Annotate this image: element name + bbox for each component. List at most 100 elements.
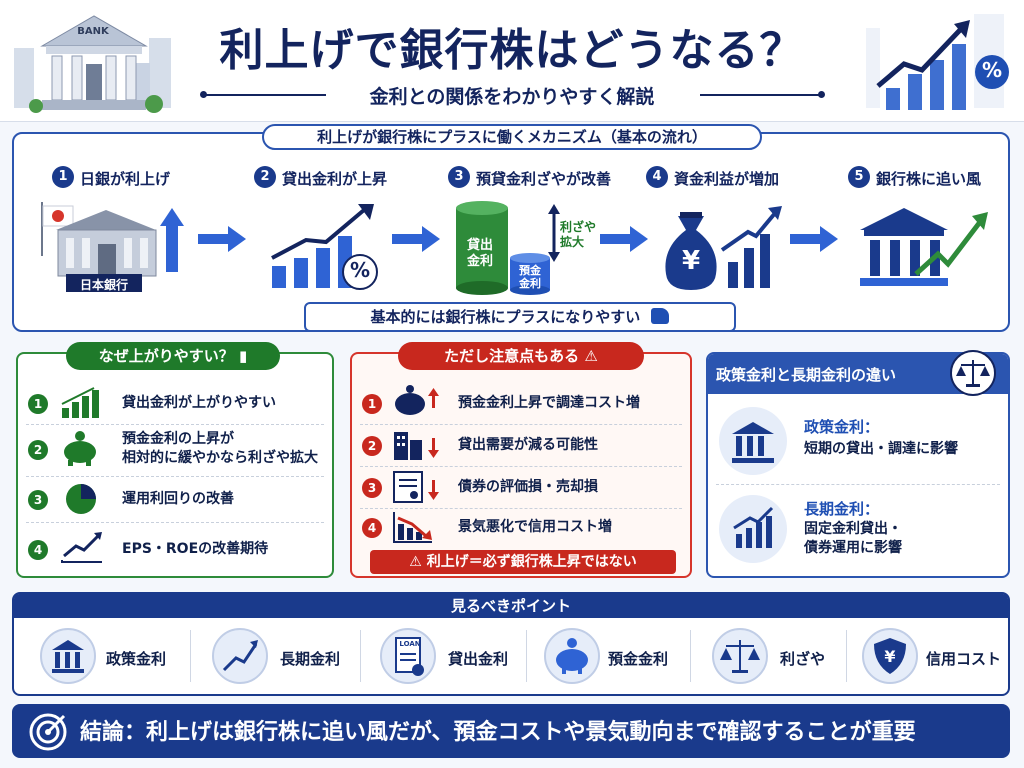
subtitle-line-left xyxy=(206,94,326,96)
caution-item-number: 4 xyxy=(362,518,382,538)
step-label: 資金利益が増加 xyxy=(674,170,780,188)
bank-building-illustration xyxy=(14,15,171,113)
loan-doc-text: LOAN xyxy=(399,640,421,648)
yen-icon: ¥ xyxy=(681,246,701,276)
divider xyxy=(26,522,324,523)
divider xyxy=(360,424,682,425)
point-label: 預金金利 xyxy=(608,650,669,668)
target-icon xyxy=(29,713,67,751)
caution-title-text: ただし注意点もある xyxy=(444,347,580,365)
step-number: 3 xyxy=(448,166,470,188)
point-label: 長期金利 xyxy=(280,650,341,668)
svg-text:¥: ¥ xyxy=(884,647,895,666)
warning-icon: ⚠ xyxy=(409,554,422,570)
why-item-number: 4 xyxy=(28,540,48,560)
loan-document-point-icon xyxy=(380,628,436,684)
step-label: 銀行株に追い風 xyxy=(876,170,982,188)
divider xyxy=(26,476,324,477)
boj-building-icon xyxy=(41,202,184,292)
divider xyxy=(360,508,682,509)
mechanism-conclusion-text: 基本的には銀行株にプラスになりやすい xyxy=(370,308,641,326)
policy-rate-point-icon xyxy=(40,628,96,684)
points-title: 見るべきポイント xyxy=(14,594,1008,618)
long-rate-chart-icon xyxy=(719,495,787,563)
divider xyxy=(690,630,691,682)
why-item-number: 1 xyxy=(28,394,48,414)
step-number: 4 xyxy=(646,166,668,188)
caution-item-text: 景気悪化で信用コスト増 xyxy=(458,519,612,535)
why-item-text: 貸出金利が上がりやすい xyxy=(122,395,276,411)
flow-arrow-icon xyxy=(198,226,246,252)
growth-bars-icon xyxy=(61,387,99,418)
caution-warning-banner: ⚠ 利上げ＝必ず銀行株上昇ではない xyxy=(370,550,676,574)
point-label: 貸出金利 xyxy=(448,650,509,668)
page-title: 利上げで銀行株はどうなる？ xyxy=(219,25,805,76)
spread-scales-point-icon xyxy=(712,628,768,684)
step-number: 1 xyxy=(52,166,74,188)
divider xyxy=(360,466,682,467)
spread-expand-label: 利ざや 拡大 xyxy=(560,220,597,249)
why-title: なぜ上がりやすい？ ▮ xyxy=(66,342,280,370)
point-label: 信用コスト xyxy=(926,650,1002,668)
loan-rate-label: 貸出 金利 xyxy=(466,238,493,269)
flow-arrow-icon xyxy=(392,226,440,252)
caution-title: ただし注意点もある ⚠ xyxy=(398,342,644,370)
conclusion-bar xyxy=(12,704,1010,758)
step-number: 5 xyxy=(848,166,870,188)
long-rate-point-icon xyxy=(212,628,268,684)
subtitle-dot-right xyxy=(818,91,825,98)
building-down-icon xyxy=(394,432,439,460)
mechanism-conclusion: 基本的には銀行株にプラスになりやすい xyxy=(304,302,736,332)
warning-icon: ⚠ xyxy=(584,347,598,365)
why-item-number: 3 xyxy=(28,490,48,510)
mechanism-panel xyxy=(12,132,1010,332)
boj-label: 日本銀行 xyxy=(79,278,128,292)
deposit-piggy-point-icon xyxy=(544,628,600,684)
percent-icon: % xyxy=(349,258,371,282)
bar-chart-icon: ▮ xyxy=(238,347,248,365)
rising-chart-illustration xyxy=(866,14,1009,110)
point-label: 利ざや xyxy=(780,650,826,668)
policy-rate-bank-icon xyxy=(719,407,787,475)
flow-arrow-icon xyxy=(790,226,838,252)
why-title-text: なぜ上がりやすい？ xyxy=(98,347,234,365)
caution-item-number: 1 xyxy=(362,394,382,414)
why-item-text: 預金金利の上昇が 相対的に緩やかなら利ざや拡大 xyxy=(122,431,318,466)
scales-icon xyxy=(950,350,996,396)
spread-cylinders-icon xyxy=(456,201,560,295)
caution-item-text: 預金金利上昇で調達コスト増 xyxy=(458,395,640,411)
piggy-bank-icon xyxy=(64,431,96,466)
why-item-number: 2 xyxy=(28,440,48,460)
policy-rate-desc: 短期の貸出・調達に影響 xyxy=(804,441,958,457)
step-label: 預貸金利ざやが改善 xyxy=(476,170,612,188)
long-rate-desc: 固定金利貸出・ 債券運用に影響 xyxy=(804,521,902,556)
thumbs-up-icon xyxy=(651,308,670,324)
long-rate-name: 長期金利： xyxy=(804,500,880,518)
divider xyxy=(526,630,527,682)
subtitle-line-right xyxy=(700,94,820,96)
divider xyxy=(846,630,847,682)
mechanism-title: 利上げが銀行株にプラスに働くメカニズム（基本の流れ） xyxy=(262,124,762,150)
rate-difference-title: 政策金利と長期金利の違い xyxy=(716,366,897,384)
why-item-text: EPS・ROEの改善期待 xyxy=(122,541,269,557)
falling-chart-icon xyxy=(393,512,432,543)
deposit-rate-label: 預金 金利 xyxy=(519,264,541,290)
why-item-text: 運用利回りの改善 xyxy=(122,491,234,507)
divider xyxy=(190,630,191,682)
divider xyxy=(360,630,361,682)
caution-warning-text: 利上げ＝必ず銀行株上昇ではない xyxy=(426,554,637,570)
subtitle-dot-left xyxy=(200,91,207,98)
flow-arrow-icon xyxy=(600,226,648,252)
trend-line-icon xyxy=(61,532,102,563)
step-label: 日銀が利上げ xyxy=(80,170,171,188)
bond-certificate-down-icon xyxy=(393,471,439,503)
caution-item-number: 2 xyxy=(362,436,382,456)
percent-icon: % xyxy=(981,58,1003,82)
credit-shield-point-icon: ¥ xyxy=(862,628,918,684)
policy-rate-name: 政策金利： xyxy=(804,418,880,436)
caution-item-text: 債券の評価損・売却損 xyxy=(458,479,598,495)
point-label: 政策金利 xyxy=(106,650,167,668)
pie-chart-icon xyxy=(66,484,96,514)
bank-rising-icon xyxy=(860,208,988,286)
caution-item-text: 貸出需要が減る可能性 xyxy=(458,437,598,453)
